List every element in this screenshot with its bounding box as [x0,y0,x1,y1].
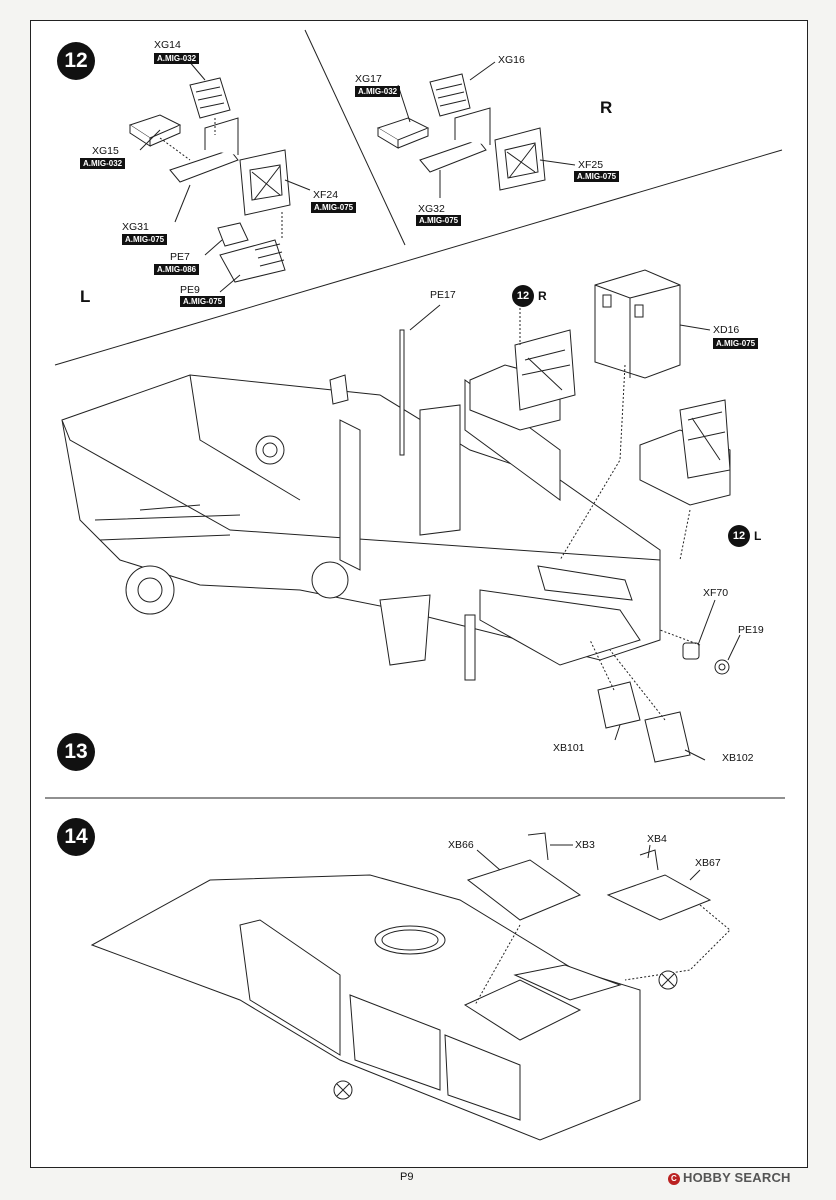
xg15-part [128,114,182,147]
part-label-pe17: PE17 [430,289,456,301]
xd16-box [594,269,681,379]
step-ref-side-right: R [538,289,547,303]
vehicle-chassis [61,329,661,681]
vehicle-body-shell [90,874,641,1141]
part-label-xd16: XD16 [713,324,740,336]
brand-name: HOBBY SEARCH [683,1170,791,1185]
part-label-xf70: XF70 [703,587,729,599]
part-label-xg16: XG16 [498,54,525,66]
paint-code: A.MIG-075 [713,338,759,349]
part-label-xg15: XG15 [92,145,119,157]
paint-code: A.MIG-086 [154,264,200,275]
pe19-part [714,659,730,675]
part-label-xf24: XF24 [313,189,339,201]
part-label-xb102: XB102 [722,752,754,764]
part-label-xg17: XG17 [355,73,382,85]
xf70-part [682,642,700,660]
xg16-part [429,73,471,117]
xg14-part [189,77,231,119]
step-ref-12-right: 12 [512,285,534,307]
xb66-hatch [466,859,582,921]
step-ref-side-left: L [754,529,762,543]
paint-code: A.MIG-075 [416,215,462,226]
pe9-part [219,239,286,283]
xb101-plate [597,681,641,729]
xg17-part [376,117,430,149]
xf25-part [494,127,546,191]
step-14-number: 14 [57,818,95,856]
step-12-number: 12 [57,42,95,80]
paint-code: A.MIG-032 [154,53,200,64]
xg32-part [419,107,491,173]
paint-code: A.MIG-032 [80,158,126,169]
paint-code: A.MIG-032 [355,86,401,97]
xb67-hatch [606,874,712,921]
part-label-xg14: XG14 [154,39,181,51]
paint-code: A.MIG-075 [574,171,620,182]
part-label-xb67: XB67 [695,857,721,869]
step12-l-subassembly [639,399,731,506]
step12-r-subassembly [469,329,576,431]
paint-code: A.MIG-075 [180,296,226,307]
xg31-part [169,117,239,183]
pe17-antenna [399,329,405,456]
pe7-part [217,222,249,247]
part-label-xb3: XB3 [575,839,595,851]
part-label-pe19: PE19 [738,624,764,636]
step-13-number: 13 [57,733,95,771]
part-label-xg31: XG31 [122,221,149,233]
xb102-plate [644,711,691,763]
page-number: P9 [400,1171,414,1183]
part-label-xf25: XF25 [578,159,604,171]
no-glue-icon [333,970,678,1100]
paint-code: A.MIG-075 [122,234,168,245]
step-divider-12-13 [54,149,783,366]
side-label-left: L [80,287,91,306]
part-label-pe9: PE9 [180,284,200,296]
part-label-xb4: XB4 [647,833,667,845]
part-label-xb101: XB101 [553,742,585,754]
step-ref-12-left: 12 [728,525,750,547]
side-label-right: R [600,98,613,117]
brand-logo-icon: C [668,1172,680,1185]
part-label-xg32: XG32 [418,203,445,215]
step12-lr-divider [304,29,406,246]
xf24-part [239,149,291,216]
paint-code: A.MIG-075 [311,202,357,213]
part-label-xb66: XB66 [448,839,474,851]
part-label-pe7: PE7 [170,251,190,263]
